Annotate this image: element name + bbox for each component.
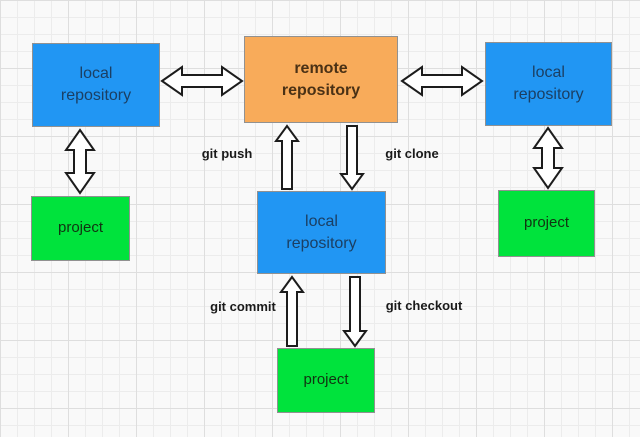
node-local-repository-right: local repository — [485, 42, 612, 126]
node-project-right: project — [498, 190, 595, 257]
sync-arrow-right-vertical — [532, 126, 564, 190]
node-label: local repository — [513, 64, 584, 103]
sync-arrow-left-horizontal — [160, 65, 244, 97]
edge-label-git-clone: git clone — [385, 146, 439, 161]
node-remote-repository: remote repository — [244, 36, 398, 123]
sync-arrow-left-vertical — [64, 128, 96, 195]
git-clone-arrow — [339, 125, 365, 191]
node-label: project — [523, 214, 570, 232]
node-local-repository-left: local repository — [32, 43, 160, 127]
node-label: local repository — [60, 65, 132, 104]
git-checkout-arrow — [342, 276, 368, 348]
sync-arrow-right-horizontal — [400, 65, 484, 97]
edge-label-git-commit: git commit — [210, 299, 276, 314]
node-project-bottom: project — [277, 348, 375, 413]
edge-label-git-push: git push — [201, 146, 253, 161]
node-project-left: project — [31, 196, 130, 261]
node-label: project — [57, 219, 104, 237]
git-push-arrow — [274, 124, 300, 190]
node-label: local repository — [286, 212, 357, 252]
node-local-repository-center: local repository — [257, 191, 386, 274]
git-commit-arrow — [279, 275, 305, 347]
node-label: remote repository — [281, 59, 361, 99]
edge-label-git-checkout: git checkout — [385, 298, 463, 313]
node-label: project — [303, 371, 349, 389]
